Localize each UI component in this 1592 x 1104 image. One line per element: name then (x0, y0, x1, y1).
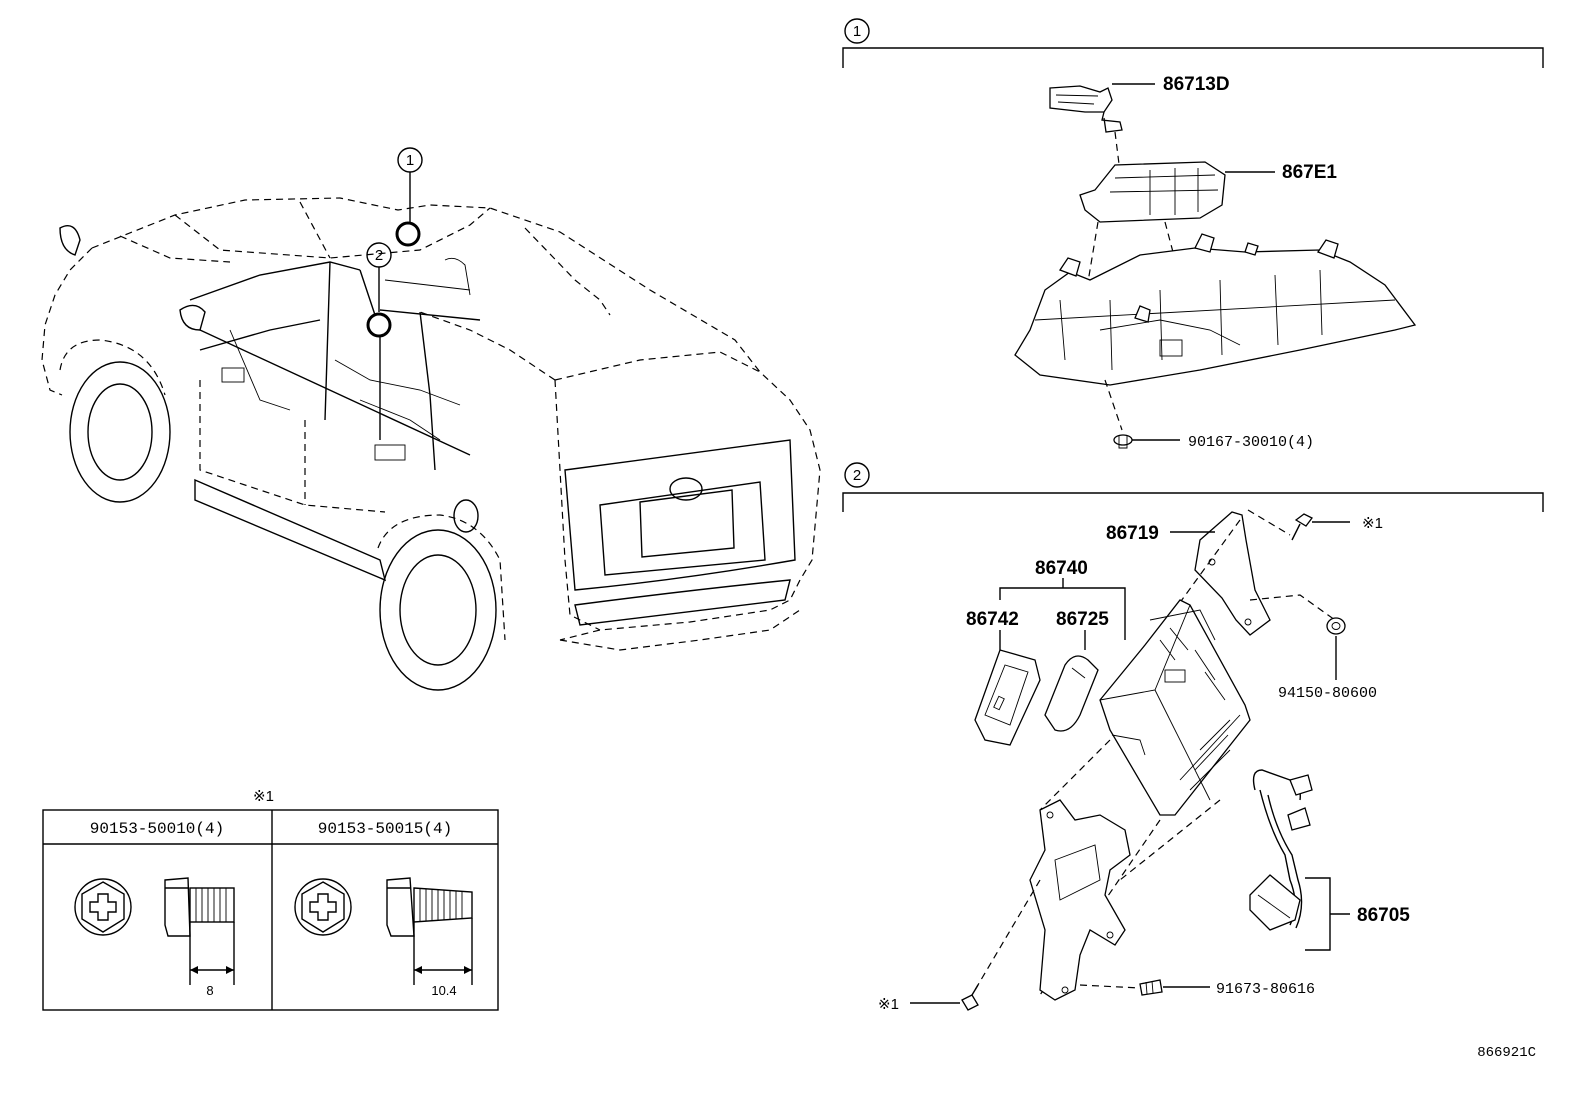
screw-note-top-label: ※1 (1362, 515, 1383, 532)
bolt-90153-50015-icon (294, 877, 473, 985)
section-2-number: 2 (853, 467, 861, 484)
bolt-table: ※1 90153-50010(4) 90153-50015(4) 8 (42, 788, 499, 1011)
part-86705-illustration (1249, 769, 1313, 931)
screw-note-bottom-label: ※1 (878, 996, 899, 1013)
part-86740-label: 86740 (1035, 558, 1088, 579)
part-86742-label: 86742 (966, 609, 1019, 630)
part-86713D-illustration (1049, 83, 1155, 133)
bolt-col-1-header: 90153-50010(4) (90, 820, 224, 838)
part-867E1-illustration (1079, 161, 1275, 223)
part-867E1-label: 867E1 (1282, 162, 1337, 183)
part-86725-label: 86725 (1056, 609, 1109, 630)
part-86742-illustration (974, 649, 1041, 746)
part-90167-label: 90167-30010(4) (1188, 434, 1314, 451)
screw-91673-icon (1139, 979, 1210, 996)
vehicle-callout-2: 2 (366, 242, 392, 338)
bolt-90153-50010-icon (74, 877, 235, 985)
part-86719-label: 86719 (1106, 523, 1159, 544)
screw-note-1-top-icon (1291, 513, 1350, 541)
lower-bracket-illustration (1029, 799, 1131, 1001)
bolt-1-length: 8 (206, 983, 213, 998)
screw-note-1-bottom-icon (910, 984, 979, 1011)
nut-94150-icon (1326, 617, 1346, 680)
bolt-col-2-header: 90153-50015(4) (318, 820, 452, 838)
callout-2-label: 2 (375, 247, 383, 264)
callout-1-label: 1 (406, 152, 414, 169)
ecu-unit-illustration (1099, 599, 1251, 816)
section-1-number: 1 (853, 23, 861, 40)
part-86705-label: 86705 (1357, 905, 1410, 926)
section-1: 1 86713D 867E1 (842, 18, 1544, 451)
diagram-reference-number: 866921C (1477, 1045, 1536, 1061)
part-86725-illustration (1044, 655, 1099, 732)
part-94150-label: 94150-80600 (1278, 685, 1377, 702)
vehicle-illustration (41, 197, 821, 691)
section-2: 2 86719 ※1 94150-80600 86740 (842, 462, 1544, 1013)
roof-console-illustration (1014, 233, 1417, 386)
bolt-table-note: ※1 (253, 788, 274, 805)
part-86713D-label: 86713D (1163, 74, 1230, 95)
vehicle-callout-1: 1 (395, 147, 423, 247)
screw-90167-icon (1113, 434, 1180, 449)
bolt-2-length: 10.4 (431, 983, 456, 998)
part-91673-label: 91673-80616 (1216, 981, 1315, 998)
